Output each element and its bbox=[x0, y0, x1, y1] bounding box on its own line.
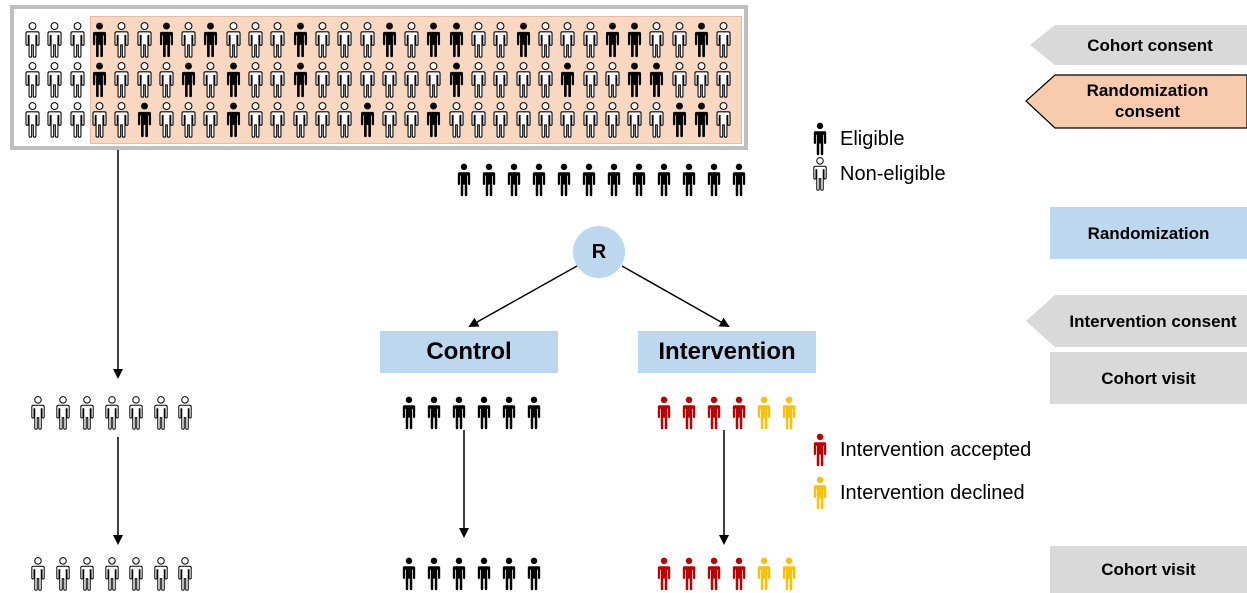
non-eligible-person-icon bbox=[55, 396, 71, 430]
accepted-person-icon bbox=[731, 396, 747, 430]
intervention-consent-shape bbox=[1026, 295, 1247, 347]
eligible-person-icon bbox=[476, 396, 492, 430]
declined-person-icon bbox=[781, 557, 797, 591]
eligible-person-icon bbox=[501, 557, 517, 591]
stage-randomization-consent: Randomization consent bbox=[1086, 81, 1209, 121]
non-eligible-person-icon bbox=[55, 557, 71, 591]
accepted-person-icon bbox=[656, 557, 672, 591]
arrow-r-to-intervention bbox=[621, 265, 730, 327]
eligible-person-icon bbox=[401, 396, 417, 430]
stage-cohort-visit-2: Cohort visit bbox=[1050, 546, 1247, 593]
non-eligible-person-icon bbox=[104, 396, 120, 430]
eligible-person-icon bbox=[401, 557, 417, 591]
consent-shapes bbox=[1025, 25, 1247, 129]
eligible-person-icon bbox=[501, 396, 517, 430]
non-eligible-person-icon bbox=[128, 396, 144, 430]
accepted-person-icon bbox=[656, 396, 672, 430]
legend-intervention-accepted: Intervention accepted bbox=[812, 433, 1031, 467]
intervention-arm-box: Intervention bbox=[638, 331, 816, 373]
accepted-person-icon bbox=[706, 557, 722, 591]
eligible-person-icon bbox=[526, 396, 542, 430]
stage-intervention-consent: Intervention consent bbox=[1069, 311, 1237, 331]
stage-randomization: Randomization bbox=[1050, 207, 1247, 259]
accepted-person-icon bbox=[681, 557, 697, 591]
legend-non-eligible-label: Non-eligible bbox=[840, 162, 946, 185]
non-eligible-person-icon bbox=[79, 557, 95, 591]
eligible-person-icon bbox=[526, 557, 542, 591]
stage-cohort-visit-1: Cohort visit bbox=[1050, 352, 1247, 404]
eligible-person-icon bbox=[451, 396, 467, 430]
accepted-person-icon bbox=[706, 396, 722, 430]
legend-intervention-declined: Intervention declined bbox=[812, 476, 1025, 510]
eligible-person-icon bbox=[476, 557, 492, 591]
legend-eligible: Eligible bbox=[812, 122, 904, 156]
non-eligible-person-icon bbox=[30, 557, 46, 591]
stage-cohort-consent: Cohort consent bbox=[1087, 35, 1213, 55]
non-eligible-person-icon bbox=[177, 396, 193, 430]
eligible-person-icon bbox=[426, 396, 442, 430]
randomization-node: R bbox=[573, 226, 625, 278]
non-eligible-person-icon bbox=[177, 557, 193, 591]
legend-declined-label: Intervention declined bbox=[840, 481, 1025, 504]
legend-non-eligible: Non-eligible bbox=[812, 157, 946, 191]
control-arm-box: Control bbox=[380, 331, 558, 373]
eligible-person-icon bbox=[426, 557, 442, 591]
declined-person-icon bbox=[756, 396, 772, 430]
non-eligible-person-icon bbox=[153, 557, 169, 591]
accepted-person-icon bbox=[731, 557, 747, 591]
cohort-frame bbox=[10, 5, 748, 150]
eligible-person-icon bbox=[451, 557, 467, 591]
legend-eligible-label: Eligible bbox=[840, 127, 905, 150]
legend-accepted-label: Intervention accepted bbox=[840, 438, 1032, 461]
non-eligible-person-icon bbox=[128, 557, 144, 591]
non-eligible-person-icon bbox=[79, 396, 95, 430]
non-eligible-person-icon bbox=[153, 396, 169, 430]
declined-person-icon bbox=[756, 557, 772, 591]
accepted-person-icon bbox=[681, 396, 697, 430]
arrow-r-to-control bbox=[468, 265, 578, 327]
non-eligible-person-icon bbox=[30, 396, 46, 430]
non-eligible-person-icon bbox=[104, 557, 120, 591]
declined-person-icon bbox=[781, 396, 797, 430]
